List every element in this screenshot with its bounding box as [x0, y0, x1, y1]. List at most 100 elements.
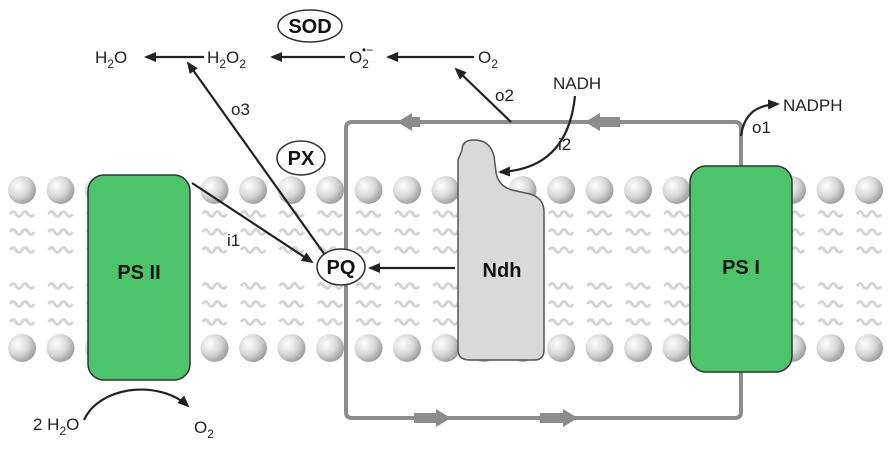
- lipid-tail: [239, 246, 267, 254]
- lipid-tail: [355, 300, 382, 308]
- lipid-tail: [432, 246, 459, 254]
- cycle-arrow-top-left: [397, 113, 420, 131]
- label-o2: o2: [495, 86, 514, 105]
- lipid-tail: [432, 282, 459, 290]
- species-water-bottom: 2 H2O: [33, 415, 79, 438]
- lipid-tail: [663, 228, 690, 236]
- species-o2-bottom: O2: [194, 418, 214, 441]
- ps1-complex: PS I: [689, 165, 793, 373]
- lipid-tail: [47, 246, 74, 254]
- lipid-tail: [47, 318, 74, 326]
- lipid-tail: [8, 282, 36, 290]
- lipid-tail: [586, 282, 613, 290]
- px-label: PX: [288, 148, 315, 170]
- lipid-head-top: [816, 176, 845, 204]
- ps2-complex: PS II: [87, 174, 191, 381]
- lipid-head-bottom: [393, 334, 421, 362]
- lipid-tail: [855, 318, 883, 326]
- lipid-tail: [547, 318, 575, 326]
- lipid-tail: [355, 210, 382, 218]
- lipid-tail: [663, 300, 690, 308]
- lipid-tail: [432, 228, 459, 236]
- lipid-tail: [624, 300, 652, 308]
- lipid-tail: [624, 246, 652, 254]
- lipid-tail: [278, 282, 305, 290]
- lipid-tail: [278, 228, 305, 236]
- lipid-tail: [547, 300, 575, 308]
- cycle-arrow-bottom-right: [540, 409, 578, 427]
- lipid-tail: [432, 210, 459, 218]
- lipid-tail: [355, 282, 382, 290]
- label-o1: o1: [752, 118, 771, 137]
- lipid-tail: [432, 318, 459, 326]
- pq-node: PQ: [316, 248, 366, 286]
- lipid-tail: [316, 228, 344, 236]
- lipid-tail: [316, 282, 344, 290]
- lipid-head-top: [354, 176, 383, 204]
- lipid-tail: [8, 318, 36, 326]
- lipid-tail: [8, 300, 36, 308]
- lipid-head-top: [855, 176, 883, 204]
- lipid-tail: [855, 300, 883, 308]
- lipid-head-top: [316, 176, 344, 204]
- lipid-tail: [855, 282, 883, 290]
- lipid-tail: [393, 300, 421, 308]
- lipid-head-bottom: [855, 334, 883, 362]
- lipid-tail: [393, 228, 421, 236]
- lipid-tail: [201, 300, 228, 308]
- lipid-tail: [432, 300, 459, 308]
- lipid-head-bottom: [624, 334, 652, 362]
- lipid-head-bottom: [585, 334, 614, 362]
- lipid-tail: [393, 318, 421, 326]
- lipid-tail: [817, 228, 844, 236]
- lipid-tail: [8, 210, 36, 218]
- sod-node: SOD: [277, 9, 343, 43]
- lipid-tail: [624, 228, 652, 236]
- lipid-head-top: [46, 176, 75, 204]
- lipid-tail: [855, 228, 883, 236]
- lipid-tail: [663, 282, 690, 290]
- lipid-tail: [355, 246, 382, 254]
- lipid-tail: [355, 228, 382, 236]
- ndh-label: Ndh: [483, 260, 522, 282]
- lipid-tail: [547, 228, 575, 236]
- flow-arrows: [83, 52, 780, 421]
- lipid-head-top: [585, 176, 614, 204]
- ps2-label: PS II: [117, 262, 160, 284]
- lipid-head-top: [431, 176, 460, 204]
- lipid-tail: [8, 228, 36, 236]
- lipid-tail: [8, 246, 36, 254]
- lipid-tail: [624, 318, 652, 326]
- label-nadh: NADH: [553, 74, 601, 93]
- lipid-tail: [278, 318, 305, 326]
- lipid-head-bottom: [662, 334, 691, 362]
- lipid-tail: [586, 246, 613, 254]
- species-o2-top: O2: [478, 48, 498, 71]
- lipid-tail: [316, 318, 344, 326]
- label-nadph: NADPH: [783, 96, 843, 115]
- lipid-tail: [47, 210, 74, 218]
- lipid-head-bottom: [316, 334, 344, 362]
- ndh-complex: Ndh: [457, 139, 545, 361]
- arrow-o3: [186, 61, 326, 256]
- pq-label: PQ: [327, 257, 356, 279]
- lipid-tail: [278, 246, 305, 254]
- lipid-head-top: [277, 176, 306, 204]
- px-node: PX: [276, 140, 326, 176]
- lipid-head-top: [624, 176, 652, 204]
- lipid-tail: [624, 210, 652, 218]
- lipid-head-top: [547, 176, 575, 204]
- lipid-tail: [624, 282, 652, 290]
- lipid-tail: [586, 210, 613, 218]
- ps1-label: PS I: [722, 257, 760, 279]
- lipid-tail: [855, 246, 883, 254]
- cycle-arrow-bottom-left: [414, 409, 451, 427]
- lipid-tail: [586, 228, 613, 236]
- lipid-head-bottom: [354, 334, 383, 362]
- lipid-head-top: [662, 176, 691, 204]
- lipid-head-bottom: [200, 334, 229, 362]
- lipid-tail: [355, 318, 382, 326]
- lipid-tail: [586, 300, 613, 308]
- lipid-head-bottom: [816, 334, 845, 362]
